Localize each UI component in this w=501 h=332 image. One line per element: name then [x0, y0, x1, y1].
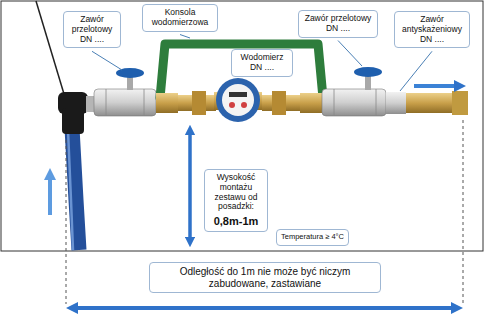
- callout-box: Zawór antyskażeniowy DN ....: [394, 11, 470, 48]
- callout-text: Zawór antyskażeniowy DN ....: [399, 15, 465, 44]
- valve-handle: [116, 68, 144, 78]
- leader-line: [400, 51, 432, 91]
- distance-arrow: [72, 306, 457, 310]
- meter-ring: [216, 78, 260, 122]
- valve-nut-line: [106, 89, 107, 116]
- leader-line: [180, 35, 190, 38]
- wall-edge: [36, 1, 64, 94]
- callout-box: Zawór przelotowy DN ....: [298, 10, 378, 38]
- callout-text: Zawór przelotowy DN ....: [68, 15, 116, 44]
- callout-text: Zawór przelotowy DN ....: [303, 14, 373, 34]
- valve-nut-line: [144, 89, 145, 116]
- height-arrow: [188, 130, 192, 242]
- brass-nut: [192, 91, 206, 115]
- photo-frame: [1, 1, 483, 251]
- brass-fitting: [300, 93, 322, 113]
- valve-nut-line: [376, 89, 377, 116]
- valve-stem: [365, 76, 371, 90]
- valve-body: [94, 89, 156, 116]
- valve-handle: [354, 67, 382, 77]
- check-valve-body: [386, 92, 406, 114]
- callout-box: Zawór przelotowy DN ....: [63, 11, 121, 48]
- callout-box: Konsola wodomierzowa: [142, 4, 218, 32]
- callout-text: Odległość do 1m nie może być niczym zabu…: [154, 266, 376, 289]
- meter-dial: [222, 84, 254, 116]
- callout-text: Wysokość montażu zestawu od posadzki:: [209, 173, 263, 212]
- leader-line: [338, 41, 362, 66]
- callout-box: Odległość do 1m nie może być niczym zabu…: [149, 262, 381, 293]
- elbow-fitting: [62, 108, 84, 134]
- callout-text: 0,8m-1m: [209, 215, 263, 228]
- meter-small-dial: [229, 102, 235, 108]
- brass-fitting: [156, 93, 178, 113]
- callout-text: Temperatura ≥ 4°C: [281, 233, 344, 242]
- flow-arrow: [48, 174, 52, 215]
- callout-text: Wodomierz DN ....: [236, 53, 288, 73]
- dimension-line: [66, 140, 67, 304]
- callout-box: Wodomierz DN ....: [231, 49, 293, 77]
- check-valve-nut: [452, 91, 468, 115]
- valve-stem: [127, 76, 133, 90]
- meter-counter: [229, 92, 247, 97]
- brass-nut: [272, 91, 286, 115]
- valve-body: [322, 89, 386, 116]
- callout-box: Temperatura ≥ 4°C: [276, 229, 349, 246]
- valve-nut-line: [334, 89, 335, 116]
- leader-line: [92, 51, 122, 70]
- callout-box: Wysokość montażu zestawu od posadzki: 0,8…: [204, 169, 268, 232]
- callout-text: Konsola wodomierzowa: [147, 8, 213, 28]
- dimension-line: [463, 120, 464, 304]
- hose-highlight: [68, 130, 73, 250]
- flow-arrow: [414, 84, 460, 88]
- meter-small-dial: [241, 102, 247, 108]
